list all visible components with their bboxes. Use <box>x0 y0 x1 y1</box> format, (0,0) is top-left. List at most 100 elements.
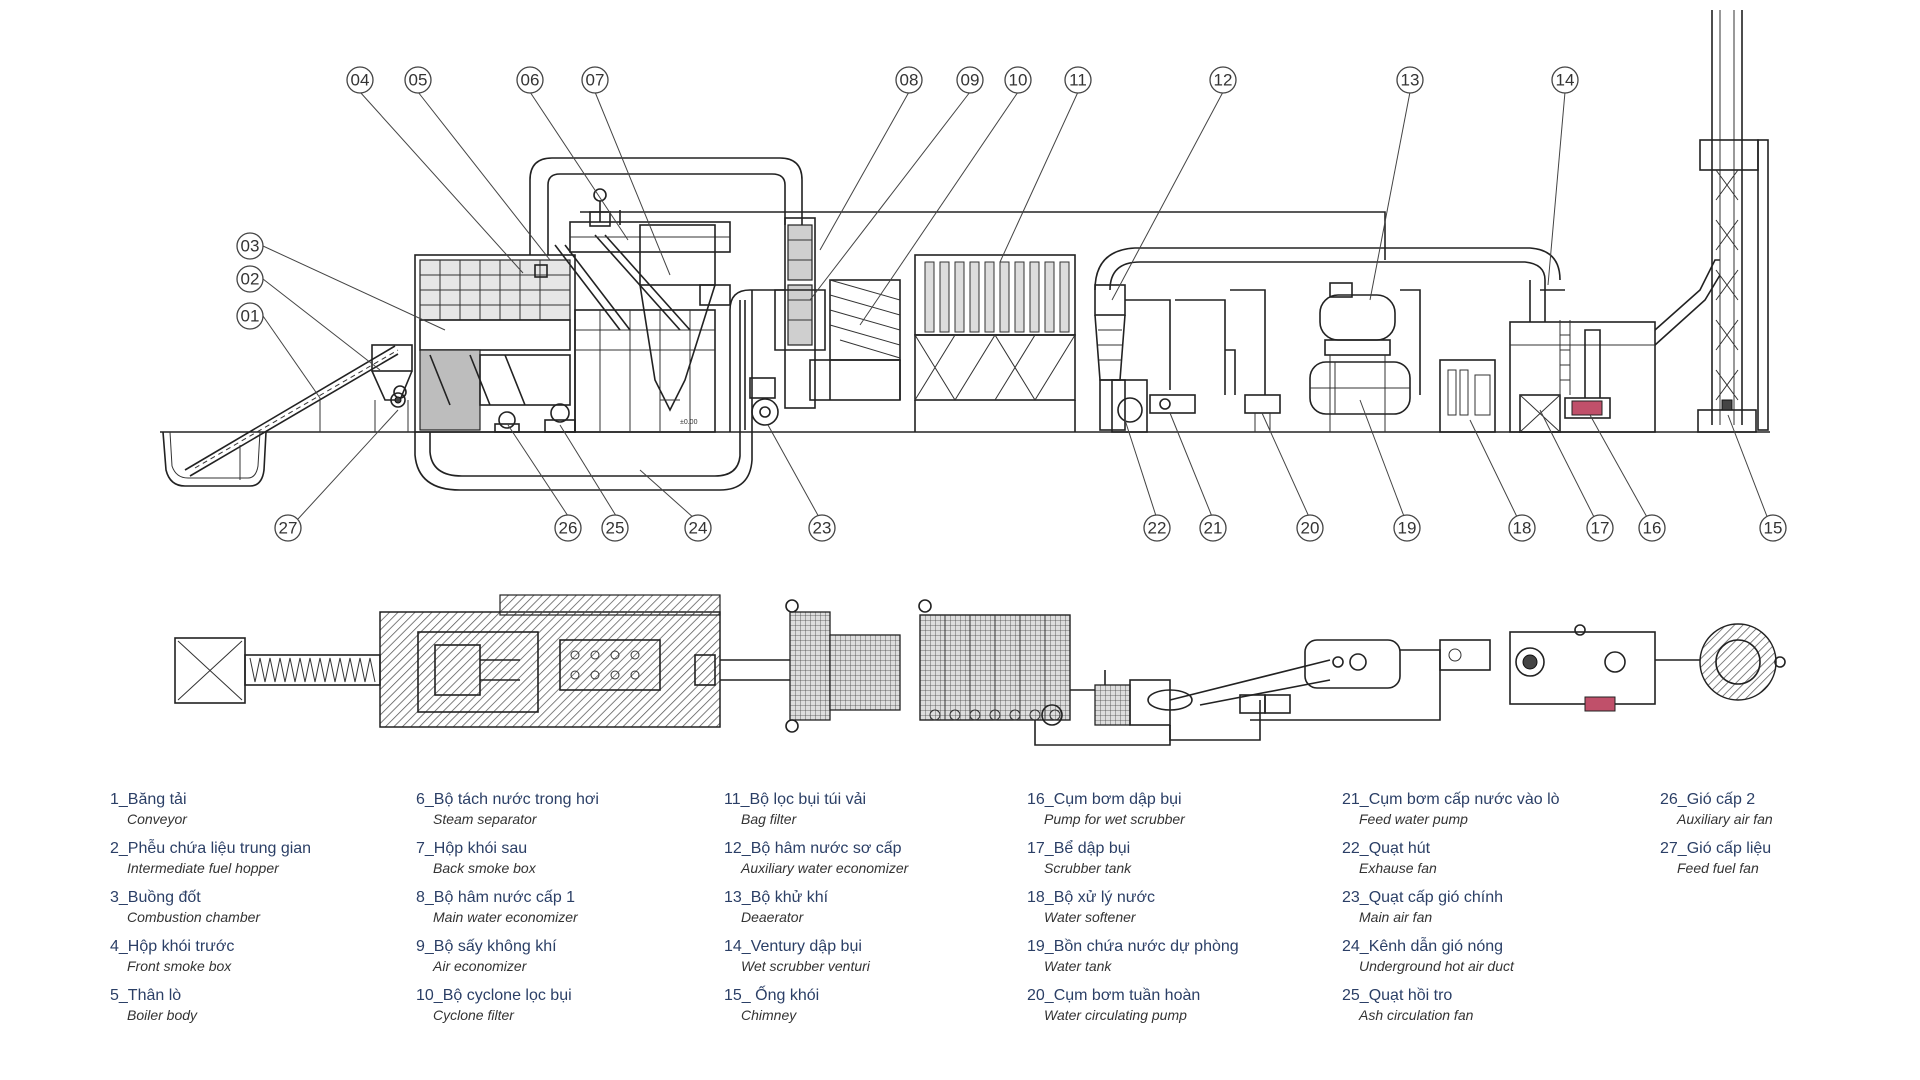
svg-text:12: 12 <box>1214 71 1233 90</box>
callout-09: 09 <box>956 66 984 94</box>
callout-17: 17 <box>1586 514 1614 542</box>
callout-12: 12 <box>1209 66 1237 94</box>
svg-text:01: 01 <box>241 307 260 326</box>
svg-text:24: 24 <box>689 519 708 538</box>
callout-26: 26 <box>554 514 582 542</box>
callout-22: 22 <box>1143 514 1171 542</box>
callout-20: 20 <box>1296 514 1324 542</box>
svg-text:10: 10 <box>1009 71 1028 90</box>
callouts-bottom: 27 26 25 24 23 22 21 20 19 18 17 16 15 <box>274 514 1787 542</box>
water-softener <box>1439 359 1496 433</box>
elevation-mark: ±0.00 <box>680 419 698 426</box>
leader-lines <box>262 91 1769 520</box>
back-smoke-box <box>639 224 731 412</box>
svg-text:09: 09 <box>961 71 980 90</box>
svg-text:14: 14 <box>1556 71 1575 90</box>
svg-text:03: 03 <box>241 237 260 256</box>
main-air-fan <box>749 377 779 426</box>
svg-text:27: 27 <box>279 519 298 538</box>
chimney <box>1697 10 1769 433</box>
svg-text:02: 02 <box>241 270 260 289</box>
callout-16: 16 <box>1638 514 1666 542</box>
svg-text:22: 22 <box>1148 519 1167 538</box>
svg-text:19: 19 <box>1398 519 1417 538</box>
elevation-view: ±0.00 <box>160 10 1787 542</box>
callout-23: 23 <box>808 514 836 542</box>
plan-view <box>174 594 1786 746</box>
conveyor <box>184 345 399 480</box>
svg-text:04: 04 <box>351 71 370 90</box>
deaerator <box>1319 282 1396 432</box>
svg-text:11: 11 <box>1069 71 1087 90</box>
callout-10: 10 <box>1004 66 1032 94</box>
boiler-body <box>414 234 716 433</box>
svg-text:18: 18 <box>1513 519 1532 538</box>
plant-diagram: ±0.00 <box>160 10 1787 746</box>
svg-text:05: 05 <box>409 71 428 90</box>
callout-21: 21 <box>1199 514 1227 542</box>
svg-text:17: 17 <box>1591 519 1610 538</box>
svg-text:20: 20 <box>1301 519 1320 538</box>
callout-02: 02 <box>236 265 264 293</box>
underground-hot-air-duct <box>414 290 753 491</box>
callout-14: 14 <box>1551 66 1579 94</box>
callout-04: 04 <box>346 66 374 94</box>
steam-separator <box>534 188 731 278</box>
svg-text:25: 25 <box>606 519 625 538</box>
callout-15: 15 <box>1759 514 1787 542</box>
callout-13: 13 <box>1396 66 1424 94</box>
svg-text:21: 21 <box>1204 519 1223 538</box>
svg-text:26: 26 <box>559 519 578 538</box>
callout-24: 24 <box>684 514 712 542</box>
ash-circulation-fan <box>544 403 576 433</box>
svg-text:15: 15 <box>1764 519 1783 538</box>
callouts-top: 04 05 06 07 08 09 10 11 12 13 14 <box>346 66 1579 94</box>
callout-05: 05 <box>404 66 432 94</box>
svg-text:06: 06 <box>521 71 540 90</box>
cyclone-filter <box>809 279 901 401</box>
feed-fuel-fan <box>390 392 406 408</box>
scrubber-tank <box>1509 321 1656 433</box>
callout-11: 11 <box>1064 66 1092 94</box>
svg-text:13: 13 <box>1401 71 1420 90</box>
exhaust-fan <box>1111 379 1148 433</box>
feed-water-pump <box>1125 299 1281 432</box>
callout-03: 03 <box>236 232 264 260</box>
callout-19: 19 <box>1393 514 1421 542</box>
auxiliary-air-fan <box>494 411 520 433</box>
callout-18: 18 <box>1508 514 1536 542</box>
svg-text:16: 16 <box>1643 519 1662 538</box>
auxiliary-water-economizer <box>1094 247 1561 431</box>
svg-text:07: 07 <box>586 71 605 90</box>
